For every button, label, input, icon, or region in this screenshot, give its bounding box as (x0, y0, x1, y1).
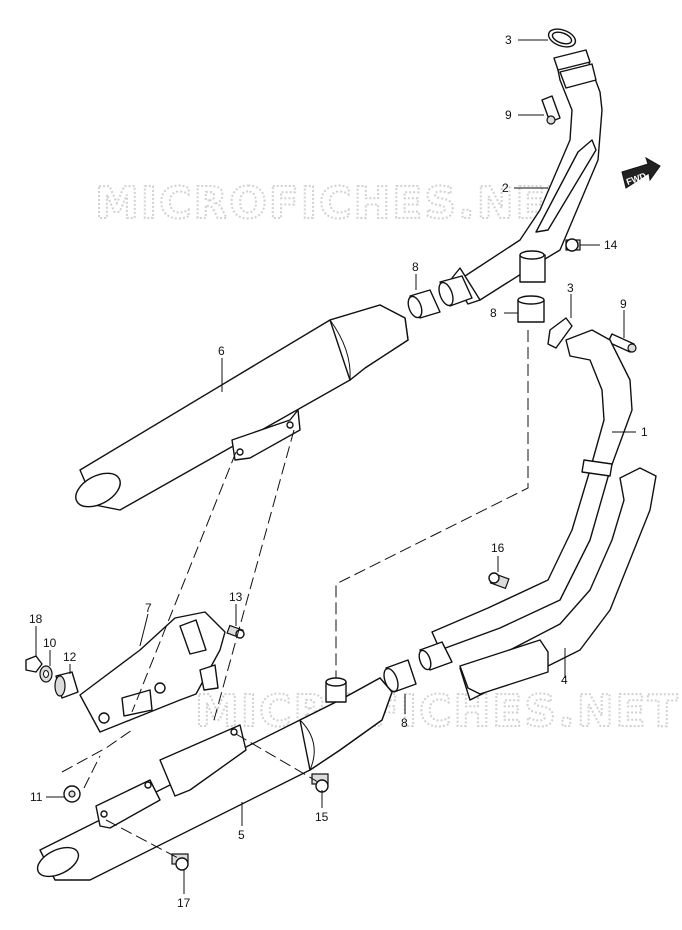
callout-16: 16 (491, 541, 505, 555)
bolt-17 (171, 853, 189, 871)
bolt-9-right (607, 333, 637, 353)
callout-7: 7 (145, 601, 152, 615)
watermark-bottom: MICROFICHES.NET (195, 686, 680, 737)
cushion-11 (63, 785, 81, 803)
sleeve-8-upper (407, 289, 441, 319)
callout-13: 13 (229, 590, 243, 604)
callout-8-upper: 8 (412, 260, 419, 274)
callout-8-lower: 8 (401, 716, 408, 730)
front-exhaust-pipe-2 (438, 49, 603, 307)
sleeve-8-mid (517, 295, 545, 323)
callout-9-top: 9 (505, 108, 512, 122)
watermark-top: MICROFICHES.NET (95, 178, 580, 229)
callout-3-right: 3 (567, 281, 574, 295)
callout-12: 12 (63, 650, 77, 664)
callout-5: 5 (238, 828, 245, 842)
cushion-12 (54, 671, 79, 699)
callout-9-right: 9 (620, 297, 627, 311)
callout-11: 11 (30, 790, 43, 804)
bracket-7 (79, 611, 226, 733)
gasket-3-top (547, 28, 577, 48)
callout-18: 18 (29, 612, 43, 626)
callout-6: 6 (218, 344, 225, 358)
nut-18 (25, 655, 43, 673)
sleeve-8-lower (383, 659, 417, 693)
callout-8-mid: 8 (490, 306, 497, 320)
bolt-14 (565, 238, 581, 252)
washer-10 (39, 665, 53, 683)
bolt-16 (488, 572, 510, 590)
callout-10: 10 (43, 636, 57, 650)
bolt-15 (311, 773, 329, 793)
rear-exhaust-pipe-1 (418, 329, 633, 671)
muffler-6-upper (75, 304, 409, 511)
callout-2: 2 (502, 181, 509, 195)
callout-labels: 3 9 2 14 8 8 3 9 1 6 16 13 7 18 10 12 4 … (29, 33, 648, 910)
callout-4: 4 (561, 673, 568, 687)
muffler-5-lower (36, 677, 393, 881)
callout-17: 17 (177, 896, 191, 910)
bolt-13 (226, 624, 245, 639)
callout-3-top: 3 (505, 33, 512, 47)
assembly-lines (61, 330, 529, 859)
gasket-3-right (547, 317, 573, 349)
leader-lines (35, 39, 636, 894)
callout-14: 14 (604, 238, 618, 252)
bolt-9-top (541, 95, 561, 125)
callout-1: 1 (641, 425, 648, 439)
heat-shield-4 (459, 467, 657, 701)
fwd-arrow-icon: FWD (621, 156, 661, 189)
callout-15: 15 (315, 810, 329, 824)
